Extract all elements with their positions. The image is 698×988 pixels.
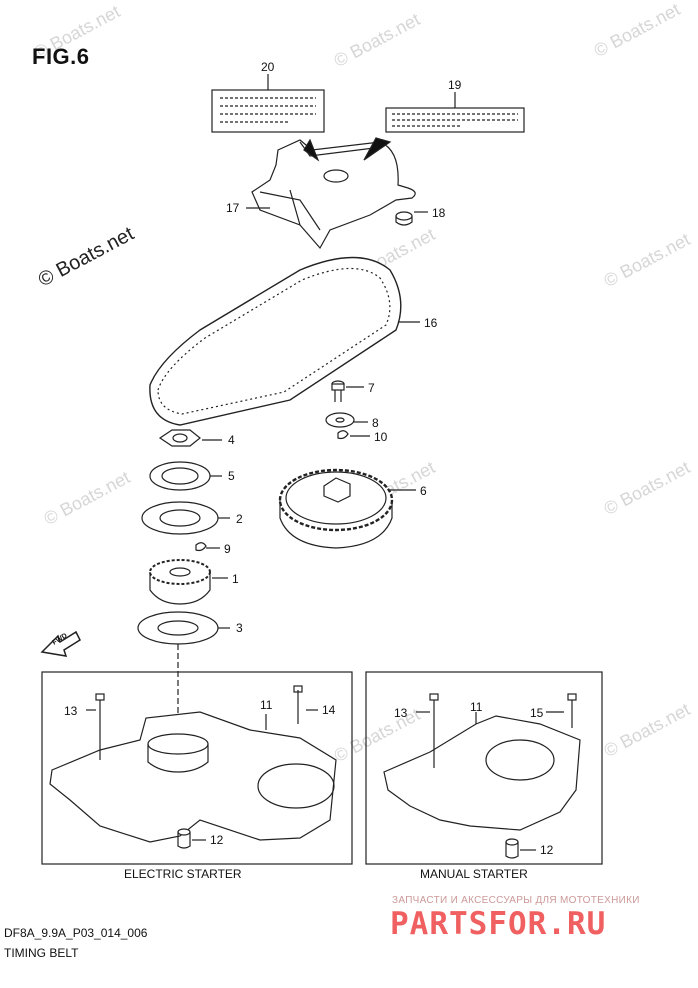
callout-6: 6	[420, 484, 427, 498]
callout-12: 12	[540, 843, 554, 857]
brand-tagline: ЗАПЧАСТИ И АКСЕССУАРЫ ДЛЯ МОТОТЕХНИКИ	[392, 895, 640, 906]
callout-8: 8	[372, 416, 379, 430]
brand-name: PARTSFOR.RU	[390, 906, 607, 942]
callout-7: 7	[368, 381, 375, 395]
plate-2	[141, 501, 230, 535]
manual-starter-panel	[365, 671, 603, 865]
callout-9: 9	[224, 542, 231, 556]
camshaft-sprocket	[278, 468, 416, 549]
crankshaft-sprocket	[149, 559, 228, 605]
plate-5	[149, 461, 222, 491]
figure-title: FIG.6	[32, 44, 90, 69]
plate-3	[137, 611, 230, 740]
key-9	[195, 542, 220, 552]
callout-2: 2	[236, 512, 243, 526]
electric-starter-panel	[41, 671, 353, 865]
callout-10: 10	[374, 430, 388, 444]
callout-13: 13	[394, 706, 408, 720]
callout-4: 4	[228, 433, 235, 447]
callout-17: 17	[226, 201, 240, 215]
washer-8	[325, 412, 368, 428]
callout-16: 16	[424, 316, 438, 330]
callout-12: 12	[210, 833, 224, 847]
diagram-code: DF8A_9.9A_P03_014_006	[4, 926, 148, 940]
timing-belt	[149, 256, 420, 426]
label-sticker-20	[211, 74, 325, 133]
nut-4	[158, 429, 222, 447]
callout-5: 5	[228, 469, 235, 483]
fwd-arrow-icon	[40, 630, 81, 657]
callout-3: 3	[236, 621, 243, 635]
key-10	[337, 430, 370, 440]
manual-starter-caption: MANUAL STARTER	[420, 867, 528, 881]
grommet	[395, 211, 428, 226]
label-sticker-19	[385, 92, 525, 133]
callout-14: 14	[322, 703, 336, 717]
timing-belt-cover	[246, 137, 416, 250]
diagram-subtitle: TIMING BELT	[4, 946, 79, 960]
callout-20: 20	[261, 60, 275, 74]
callout-11: 11	[260, 698, 273, 712]
electric-starter-caption: ELECTRIC STARTER	[124, 867, 242, 881]
callout-13: 13	[64, 704, 78, 718]
bolt-7	[331, 380, 364, 402]
callout-11: 11	[470, 700, 483, 714]
callout-18: 18	[432, 206, 446, 220]
callout-1: 1	[232, 572, 239, 586]
callout-19: 19	[448, 78, 462, 92]
callout-15: 15	[530, 706, 544, 720]
